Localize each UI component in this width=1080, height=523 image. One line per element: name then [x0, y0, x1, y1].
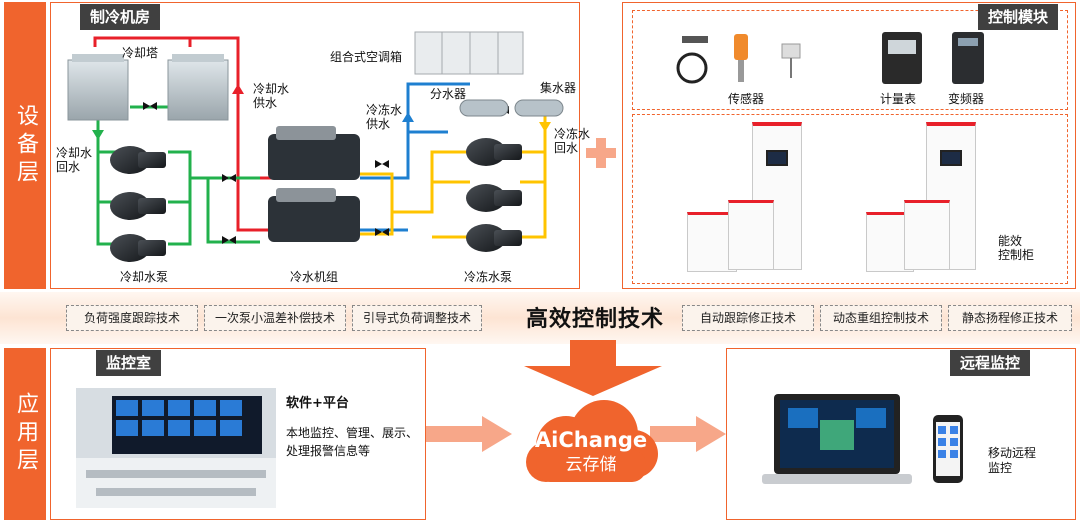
cooling-water-supply-label: 冷却水 供水 [253, 82, 290, 110]
chilled-water-return-label: 冷冻水 回水 [554, 127, 591, 155]
return-arrow-green [92, 130, 104, 140]
header-icons [459, 99, 564, 117]
cabinet-small-2 [728, 200, 774, 270]
remote-monitor-panel [726, 348, 1076, 520]
cloud-brand: AiChange [534, 428, 648, 452]
ahu-label: 组合式空调箱 [330, 50, 403, 64]
cabinet-display-1 [766, 150, 788, 166]
technique-6: 静态扬程修正技术 [948, 305, 1072, 331]
monitor-room-photo [76, 388, 276, 508]
equipment-layer-bar: 设备层 [4, 2, 46, 289]
control-module-panel [622, 2, 1076, 289]
inverter-icon [952, 32, 984, 84]
chilled-pump-label: 冷冻水泵 [464, 270, 513, 284]
cloud-icon [526, 400, 658, 482]
cabinet-display-2 [940, 150, 962, 166]
equipment-layer-label: 设备层 [13, 103, 38, 188]
sensor-icons [676, 34, 801, 84]
control-devices-box [632, 10, 1068, 110]
laptop-icon [762, 394, 912, 484]
monitor-room-title: 监控室 [96, 350, 162, 376]
technique-4: 自动跟踪修正技术 [682, 305, 814, 331]
cooling-tower-icons [67, 54, 229, 121]
meter-label: 计量表 [880, 92, 917, 106]
return-arrow-yellow [539, 122, 551, 132]
right-arrow-icon-1 [426, 416, 512, 452]
chilled-pump-icons [466, 138, 522, 252]
ahu-icon [414, 31, 524, 75]
software-label: 软件+平台 [286, 396, 349, 411]
technique-5: 动态重组控制技术 [820, 305, 942, 331]
cabinet-small-4 [904, 200, 950, 270]
cooling-pump-icons [110, 146, 166, 262]
phone-icon [933, 415, 963, 483]
supply-arrow-blue [402, 112, 414, 122]
cooling-tower-label: 冷却塔 [122, 46, 159, 60]
cooling-pump-label: 冷却水泵 [120, 270, 169, 284]
supply-arrow-red [232, 84, 244, 94]
distributor-label: 分水器 [430, 87, 467, 101]
chiller-room-title: 制冷机房 [80, 4, 161, 30]
cloud-subtitle: 云存储 [565, 455, 617, 475]
chiller-room-panel [50, 2, 580, 289]
cabinet-label: 能效 控制柜 [998, 234, 1035, 262]
technique-2: 一次泵小温差补偿技术 [204, 305, 346, 331]
collector-label: 集水器 [540, 81, 577, 95]
monitor-room-panel [50, 348, 426, 520]
inverter-label: 变频器 [948, 92, 985, 106]
meter-icon [882, 32, 922, 84]
chiller-unit-icons [268, 126, 360, 242]
sensor-label: 传感器 [728, 92, 765, 106]
chiller-room-diagram [67, 31, 564, 262]
plus-icon [586, 138, 616, 168]
application-layer-bar: 应用层 [4, 348, 46, 520]
chiller-unit-label: 冷水机组 [290, 270, 339, 284]
technique-1: 负荷强度跟踪技术 [66, 305, 198, 331]
mobile-monitor-label: 移动远程 监控 [988, 446, 1037, 475]
monitor-description: 本地监控、管理、展示、 处理报警信息等 [286, 426, 419, 458]
chilled-water-supply-label: 冷冻水 供水 [366, 103, 403, 131]
cooling-water-return-label: 冷却水 回水 [56, 146, 93, 174]
application-layer-label: 应用层 [13, 392, 38, 476]
control-module-title: 控制模块 [978, 4, 1059, 30]
right-arrow-icon-2 [650, 416, 726, 452]
control-cabinet-box [632, 114, 1068, 284]
remote-monitor-title: 远程监控 [950, 350, 1031, 376]
main-technique-title: 高效控制技术 [525, 307, 664, 332]
down-arrow-icon [524, 340, 662, 396]
technique-3: 引导式负荷调整技术 [352, 305, 482, 331]
